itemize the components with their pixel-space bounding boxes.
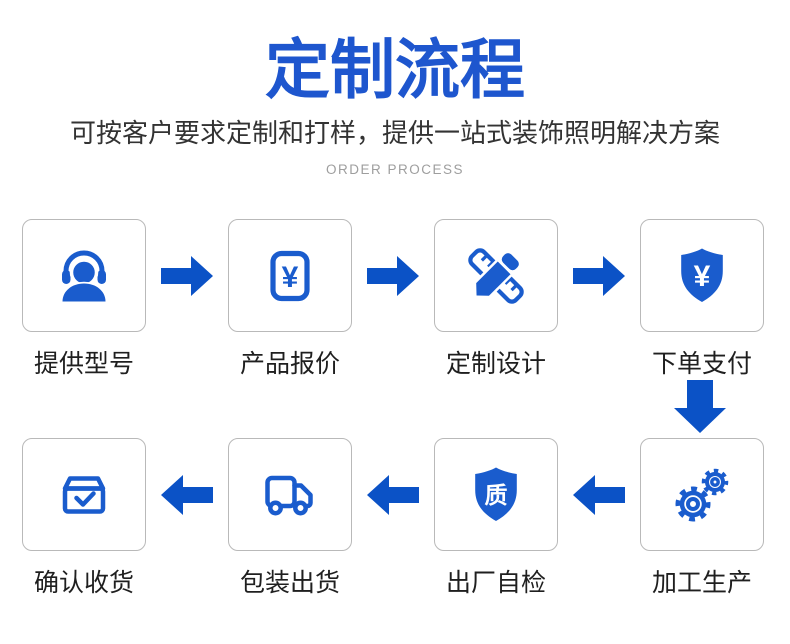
customer-service-icon xyxy=(52,244,116,308)
step-icon-box xyxy=(640,438,764,551)
step-order-payment: ¥ 下单支付 xyxy=(640,219,764,380)
step-label: 下单支付 xyxy=(651,350,752,378)
step-label: 包装出货 xyxy=(239,569,340,597)
step-icon-box: 质 xyxy=(434,438,558,551)
step-manufacturing: 加工生产 xyxy=(640,438,764,599)
step-icon-box: ¥ xyxy=(640,219,764,332)
price-card-icon: ¥ xyxy=(258,244,322,308)
step-icon-box xyxy=(434,219,558,332)
step-label: 出厂自检 xyxy=(445,569,546,597)
step-icon-box xyxy=(228,438,352,551)
step-label: 提供型号 xyxy=(33,350,134,378)
arrow-left-icon xyxy=(367,475,419,515)
payment-shield-icon: ¥ xyxy=(670,244,734,308)
arrow-down-icon xyxy=(674,380,726,433)
step-product-quote: ¥ 产品报价 xyxy=(228,219,352,380)
arrow-right-icon xyxy=(573,256,625,296)
step-custom-design: 定制设计 xyxy=(434,219,558,380)
arrow-left-icon xyxy=(573,475,625,515)
box-check-icon xyxy=(52,463,116,527)
step-icon-box xyxy=(22,438,146,551)
step-label: 确认收货 xyxy=(33,569,134,597)
step-confirm-receipt: 确认收货 xyxy=(22,438,146,599)
step-provide-model: 提供型号 xyxy=(22,219,146,380)
yuan-symbol: ¥ xyxy=(282,261,299,294)
step-label: 产品报价 xyxy=(239,350,340,378)
page-tagline: ORDER PROCESS xyxy=(325,162,465,177)
step-factory-inspection: 质 出厂自检 xyxy=(434,438,558,599)
yuan-symbol: ¥ xyxy=(694,260,711,293)
page-subtitle: 可按客户要求定制和打样，提供一站式装饰照明解决方案 xyxy=(69,118,720,148)
quality-shield-icon: 质 xyxy=(464,463,528,527)
arrow-left-icon xyxy=(161,475,213,515)
step-label: 加工生产 xyxy=(651,569,752,597)
page-title: 定制流程 xyxy=(264,35,525,107)
step-label: 定制设计 xyxy=(445,350,546,378)
delivery-truck-icon xyxy=(258,463,322,527)
step-icon-box: ¥ xyxy=(228,219,352,332)
step-packing-shipping: 包装出货 xyxy=(228,438,352,599)
design-pencil-ruler-icon xyxy=(464,244,528,308)
quality-character: 质 xyxy=(485,482,508,508)
gears-icon xyxy=(670,463,734,527)
arrow-right-icon xyxy=(161,256,213,296)
step-icon-box xyxy=(22,219,146,332)
arrow-right-icon xyxy=(367,256,419,296)
